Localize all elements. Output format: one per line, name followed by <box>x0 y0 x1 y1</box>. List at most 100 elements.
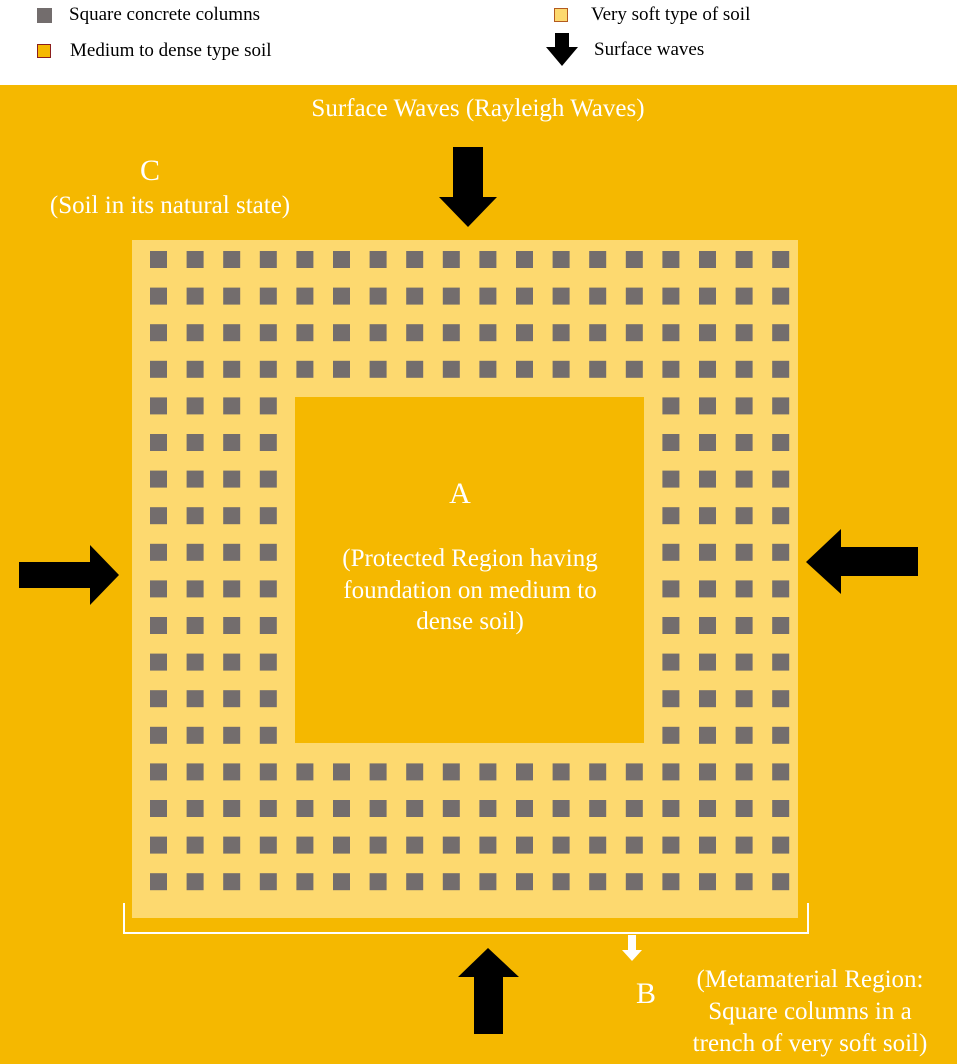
concrete-column <box>772 324 790 342</box>
legend-medium-dense: Medium to dense type soil <box>37 40 272 62</box>
left-wave-arrow <box>19 545 119 605</box>
concrete-column <box>625 324 643 342</box>
concrete-column <box>662 726 680 744</box>
region-c-letter: C <box>139 154 160 187</box>
concrete-column <box>186 653 204 671</box>
concrete-column <box>662 360 680 378</box>
concrete-column <box>186 287 204 305</box>
concrete-column <box>406 836 424 854</box>
concrete-column <box>442 836 460 854</box>
region-b-line-2: Square columns in a <box>708 998 912 1025</box>
region-a-line-2: foundation on medium to <box>343 577 597 604</box>
region-a-letter: A <box>449 477 471 510</box>
concrete-column <box>150 470 167 488</box>
concrete-column <box>516 800 533 817</box>
concrete-column <box>223 324 241 342</box>
concrete-column <box>333 360 350 378</box>
b-pointer-arrow <box>622 935 642 961</box>
legend-columns-label: Square concrete columns <box>69 4 260 25</box>
concrete-column <box>186 763 204 781</box>
concrete-column <box>662 690 680 708</box>
legend-surface-waves-label: Surface waves <box>594 39 705 60</box>
concrete-column <box>223 397 241 415</box>
concrete-column <box>479 836 497 854</box>
concrete-column <box>516 763 533 781</box>
concrete-column <box>369 763 387 781</box>
concrete-column <box>772 580 790 598</box>
concrete-column <box>699 800 716 817</box>
concrete-column <box>442 324 460 342</box>
concrete-column <box>699 434 716 451</box>
concrete-column <box>589 873 607 891</box>
right-wave-arrow <box>806 529 918 594</box>
concrete-column <box>662 653 680 671</box>
concrete-column <box>223 251 241 268</box>
concrete-column <box>516 873 533 891</box>
concrete-column <box>369 287 387 305</box>
region-a-line-1: (Protected Region having <box>342 545 598 572</box>
bottom-wave-arrow <box>458 948 519 1034</box>
concrete-column <box>442 763 460 781</box>
concrete-column <box>186 543 204 561</box>
concrete-column <box>772 726 790 744</box>
concrete-column <box>735 873 753 891</box>
concrete-column <box>296 360 314 378</box>
concrete-column <box>223 763 241 781</box>
concrete-column <box>772 470 790 488</box>
concrete-column <box>442 287 460 305</box>
concrete-column <box>479 360 497 378</box>
concrete-column <box>735 360 753 378</box>
concrete-column <box>589 763 607 781</box>
legend-columns: Square concrete columns <box>37 4 260 26</box>
concrete-column <box>150 763 167 781</box>
concrete-column <box>296 324 314 342</box>
concrete-column <box>699 726 716 744</box>
concrete-column <box>772 434 790 451</box>
concrete-column <box>699 543 716 561</box>
concrete-column <box>552 873 570 891</box>
concrete-column <box>406 287 424 305</box>
region-b-letter: B <box>635 977 656 1010</box>
concrete-column <box>259 543 277 561</box>
concrete-column <box>589 324 607 342</box>
concrete-column <box>369 324 387 342</box>
concrete-column <box>699 617 716 634</box>
concrete-column <box>699 653 716 671</box>
concrete-column <box>442 251 460 268</box>
concrete-column <box>223 726 241 744</box>
concrete-column <box>699 690 716 708</box>
concrete-column <box>186 251 204 268</box>
concrete-column <box>589 836 607 854</box>
concrete-column <box>150 287 167 305</box>
concrete-column <box>735 617 753 634</box>
concrete-column <box>150 617 167 634</box>
legend-medium-dense-label: Medium to dense type soil <box>70 40 272 61</box>
concrete-column <box>150 397 167 415</box>
concrete-column <box>259 653 277 671</box>
concrete-column <box>625 287 643 305</box>
concrete-column <box>369 800 387 817</box>
concrete-column <box>772 543 790 561</box>
concrete-column <box>186 580 204 598</box>
concrete-column <box>479 251 497 268</box>
concrete-column <box>186 470 204 488</box>
concrete-column <box>735 397 753 415</box>
concrete-column <box>150 653 167 671</box>
concrete-column <box>223 507 241 525</box>
concrete-column <box>735 507 753 525</box>
concrete-column <box>552 287 570 305</box>
concrete-column <box>699 324 716 342</box>
concrete-column <box>186 690 204 708</box>
concrete-column <box>150 836 167 854</box>
concrete-column <box>333 836 350 854</box>
concrete-column <box>223 287 241 305</box>
concrete-column <box>735 324 753 342</box>
region-b-line-1: (Metamaterial Region: <box>696 966 924 993</box>
concrete-column <box>625 251 643 268</box>
concrete-column <box>479 873 497 891</box>
concrete-column <box>223 836 241 854</box>
concrete-column <box>735 287 753 305</box>
concrete-column <box>406 360 424 378</box>
concrete-column <box>259 470 277 488</box>
metamaterial-diagram <box>0 85 957 1064</box>
